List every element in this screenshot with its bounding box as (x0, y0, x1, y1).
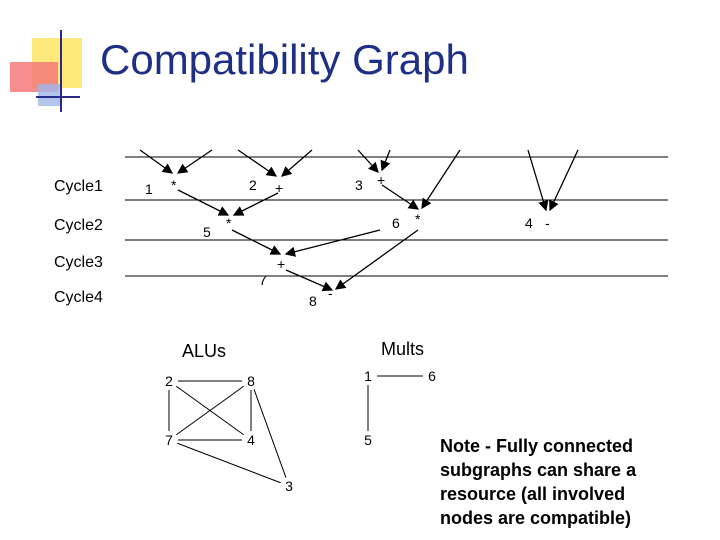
compat-edge-7-3 (177, 442, 281, 484)
dfg-edge (357, 149, 379, 173)
schedule-nodes: 1 * 2 + 3 + 4 - 5 * 6 * 7 + 8 - (145, 172, 550, 309)
node-3-id: 3 (355, 177, 363, 193)
node-7-op: + (277, 256, 285, 272)
dfg-edge (139, 149, 174, 174)
compat-nodes: 2 8 7 4 3 1 6 5 (165, 368, 436, 494)
dfg-edge (380, 149, 391, 172)
cycle-separators (125, 156, 668, 277)
dfg-edge (421, 149, 461, 210)
alu-node: 2 (165, 373, 173, 389)
node-7-id: 7 (259, 272, 267, 288)
dfg-edge (527, 149, 549, 212)
node-4-op: - (545, 215, 550, 231)
dfg-edge (231, 229, 282, 255)
dfg-edge (176, 149, 213, 174)
dfg-edge (381, 184, 420, 210)
node-1-id: 1 (145, 181, 153, 197)
mult-node: 1 (364, 368, 372, 384)
cycle-label-4: Cycle4 (54, 289, 103, 306)
mult-node: 5 (364, 432, 372, 448)
node-8-op: - (328, 285, 333, 301)
cycle-label-1: Cycle1 (54, 178, 103, 195)
dfg-edge (281, 149, 313, 177)
node-6-id: 6 (392, 215, 400, 231)
alu-node: 3 (285, 478, 293, 494)
node-4-id: 4 (525, 215, 533, 231)
alu-node: 8 (247, 373, 255, 389)
cycle-label-2: Cycle2 (54, 217, 103, 234)
dfg-edges (139, 149, 579, 292)
alu-node: 4 (247, 432, 255, 448)
node-6-op: * (415, 211, 421, 227)
dfg-edge (232, 192, 279, 216)
node-5-op: * (226, 215, 232, 231)
compat-edge-8-7 (176, 385, 244, 436)
node-2-op: + (275, 180, 283, 196)
alu-node: 7 (165, 432, 173, 448)
decor-vertical-line (60, 30, 62, 112)
node-8-id: 8 (309, 293, 317, 309)
mults-label: Mults (381, 339, 424, 359)
node-5-id: 5 (203, 224, 211, 240)
decor-horizontal-line (36, 96, 80, 98)
cycle-label-3: Cycle3 (54, 254, 103, 271)
dfg-edge (334, 229, 419, 290)
mult-node: 6 (428, 368, 436, 384)
dfg-edge (284, 229, 381, 257)
note-text: Note - Fully connected subgraphs can sha… (440, 436, 637, 528)
node-3-op: + (377, 172, 385, 188)
alus-label: ALUs (182, 341, 226, 361)
dfg-edge (549, 149, 579, 212)
dfg-edge (237, 149, 278, 177)
decor-blue-square (38, 84, 60, 106)
node-2-id: 2 (249, 177, 257, 193)
dfg-edge (285, 269, 334, 292)
compat-edges (168, 375, 423, 484)
node-1-op: * (171, 177, 177, 193)
dfg-edge (177, 189, 230, 216)
compat-edge-8-3 (253, 389, 287, 478)
page-title: Compatibility Graph (100, 36, 469, 83)
